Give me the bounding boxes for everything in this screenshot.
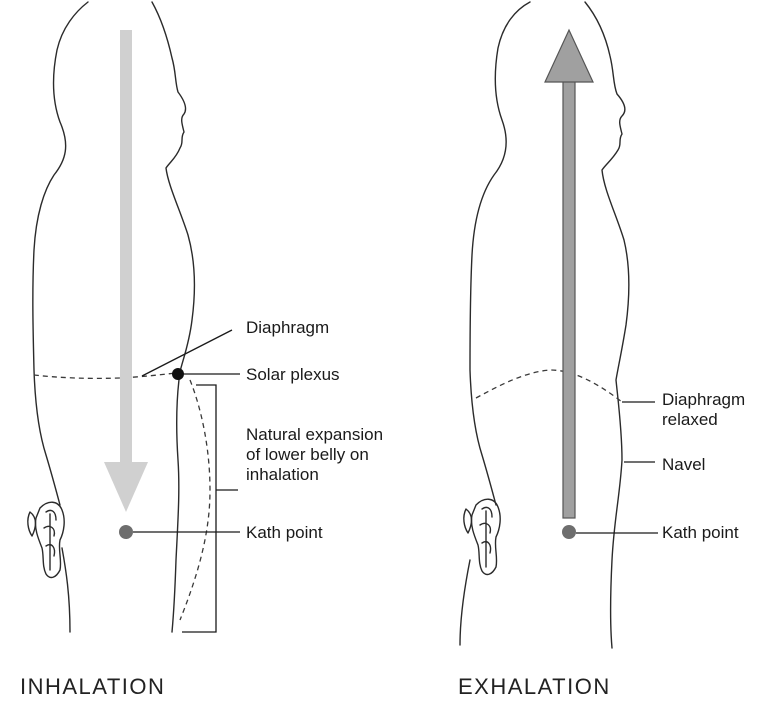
navel-label: Navel <box>662 455 705 474</box>
inhalation-buttock-outline <box>62 548 70 632</box>
exhalation-kath-point <box>562 525 576 539</box>
exhalation-caption: EXHALATION <box>458 674 611 699</box>
inhalation-caption: INHALATION <box>20 674 165 699</box>
inhalation-solar-plexus-point <box>172 368 184 380</box>
solar-plexus-label: Solar plexus <box>246 365 340 384</box>
inhalation-figure: Diaphragm Solar plexus Natural expansion… <box>20 2 383 699</box>
diaphragm-relaxed-label-line1: Diaphragm <box>662 390 745 409</box>
inhalation-down-arrow-icon <box>104 30 148 512</box>
exhalation-diaphragm-line <box>476 370 622 402</box>
exhalation-figure: Diaphragm relaxed Navel Kath point EXHAL… <box>458 2 745 699</box>
diaphragm-relaxed-label-line2: relaxed <box>662 410 718 429</box>
exhalation-buttock-outline <box>460 560 470 645</box>
inhalation-kath-point-label: Kath point <box>246 523 323 542</box>
expansion-label-line2: of lower belly on <box>246 445 369 464</box>
diaphragm-leader-line <box>142 330 232 376</box>
exhalation-up-arrow-icon <box>545 30 593 518</box>
inhalation-body-back-outline <box>33 2 88 505</box>
inhalation-diaphragm-line <box>34 373 176 378</box>
exhalation-kath-point-label: Kath point <box>662 523 739 542</box>
exhalation-body-back-outline <box>470 2 530 505</box>
diaphragm-label: Diaphragm <box>246 318 329 337</box>
inhalation-body-front-outline <box>152 2 194 632</box>
inhalation-belly-expansion-curve <box>180 380 210 620</box>
inhalation-kath-point <box>119 525 133 539</box>
exhalation-body-front-outline <box>585 2 629 648</box>
inhalation-sacrum-icon <box>28 502 64 577</box>
expansion-label-line3: inhalation <box>246 465 319 484</box>
expansion-label-line1: Natural expansion <box>246 425 383 444</box>
expansion-bracket <box>182 385 238 632</box>
